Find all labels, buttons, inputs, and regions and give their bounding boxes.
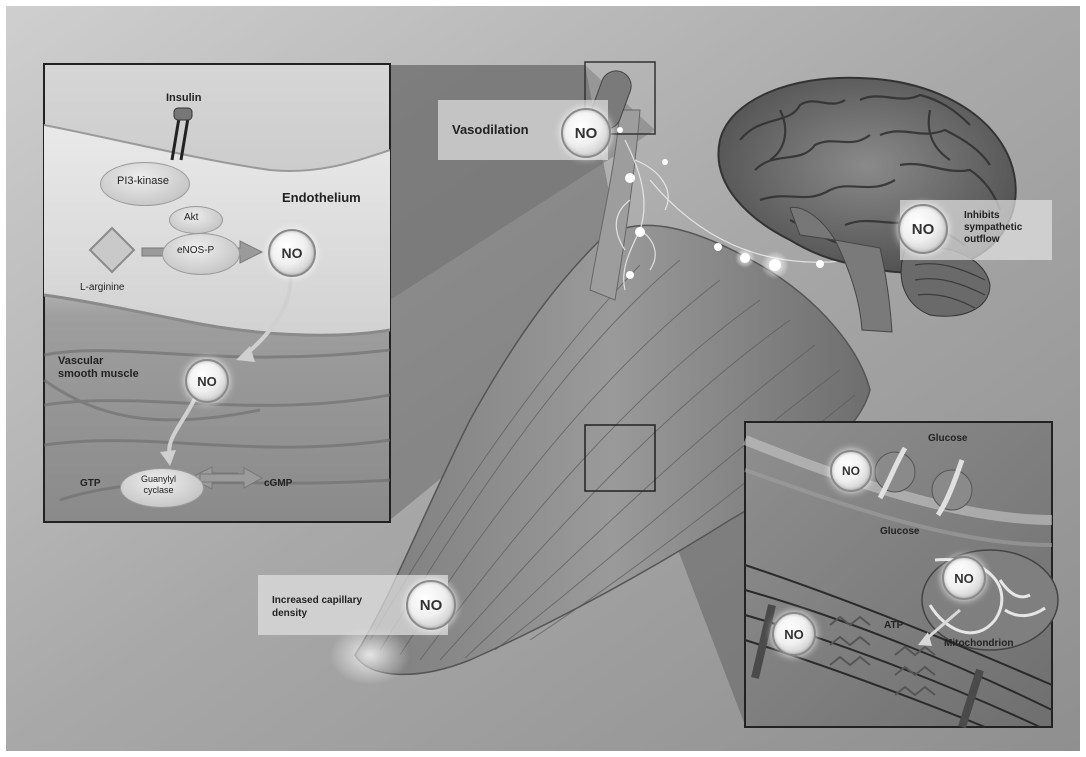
- no-badge-sympathetic: NO: [898, 204, 948, 254]
- so-line-1: Inhibits: [964, 210, 1022, 222]
- sympathetic-outflow-label: Inhibits sympathetic outflow: [964, 210, 1022, 246]
- no-badge-capillary: NO: [406, 580, 456, 630]
- pi3-kinase-label: PI3-kinase: [117, 175, 169, 187]
- l-arginine-label: L-arginine: [80, 282, 124, 293]
- enos-label: eNOS-P: [177, 245, 214, 256]
- endothelium-label: Endothelium: [282, 190, 361, 205]
- vasodilation-label: Vasodilation: [452, 122, 529, 137]
- gc-line-2: cyclase: [141, 485, 176, 496]
- no-badge-mitochondrion: NO: [942, 556, 986, 600]
- akt-label: Akt: [184, 212, 198, 223]
- so-line-3: outflow: [964, 234, 1022, 246]
- vascular-smooth-muscle-label: Vascular smooth muscle: [58, 355, 139, 381]
- no-badge-glucose: NO: [830, 450, 872, 492]
- no-badge-sarcomere: NO: [772, 612, 816, 656]
- no-badge-smooth-muscle: NO: [185, 359, 229, 403]
- gc-line-1: Guanylyl: [141, 474, 176, 485]
- atp-label: ATP: [884, 620, 903, 631]
- so-line-2: sympathetic: [964, 222, 1022, 234]
- capillary-density-label: Increased capillary density: [272, 594, 362, 620]
- vsm-line-1: Vascular: [58, 355, 139, 368]
- cd-line-1: Increased capillary: [272, 594, 362, 607]
- mitochondrion-label: Mitochondrion: [944, 638, 1013, 649]
- cgmp-label: cGMP: [264, 478, 292, 489]
- no-badge-endothelium: NO: [268, 229, 316, 277]
- glucose-bottom-label: Glucose: [880, 526, 919, 537]
- guanylyl-cyclase-label: Guanylyl cyclase: [141, 474, 176, 496]
- insulin-label: Insulin: [166, 92, 201, 104]
- gtp-label: GTP: [80, 478, 101, 489]
- cd-line-2: density: [272, 607, 362, 620]
- no-badge-vasodilation: NO: [561, 108, 611, 158]
- glucose-top-label: Glucose: [928, 433, 967, 444]
- vsm-line-2: smooth muscle: [58, 368, 139, 381]
